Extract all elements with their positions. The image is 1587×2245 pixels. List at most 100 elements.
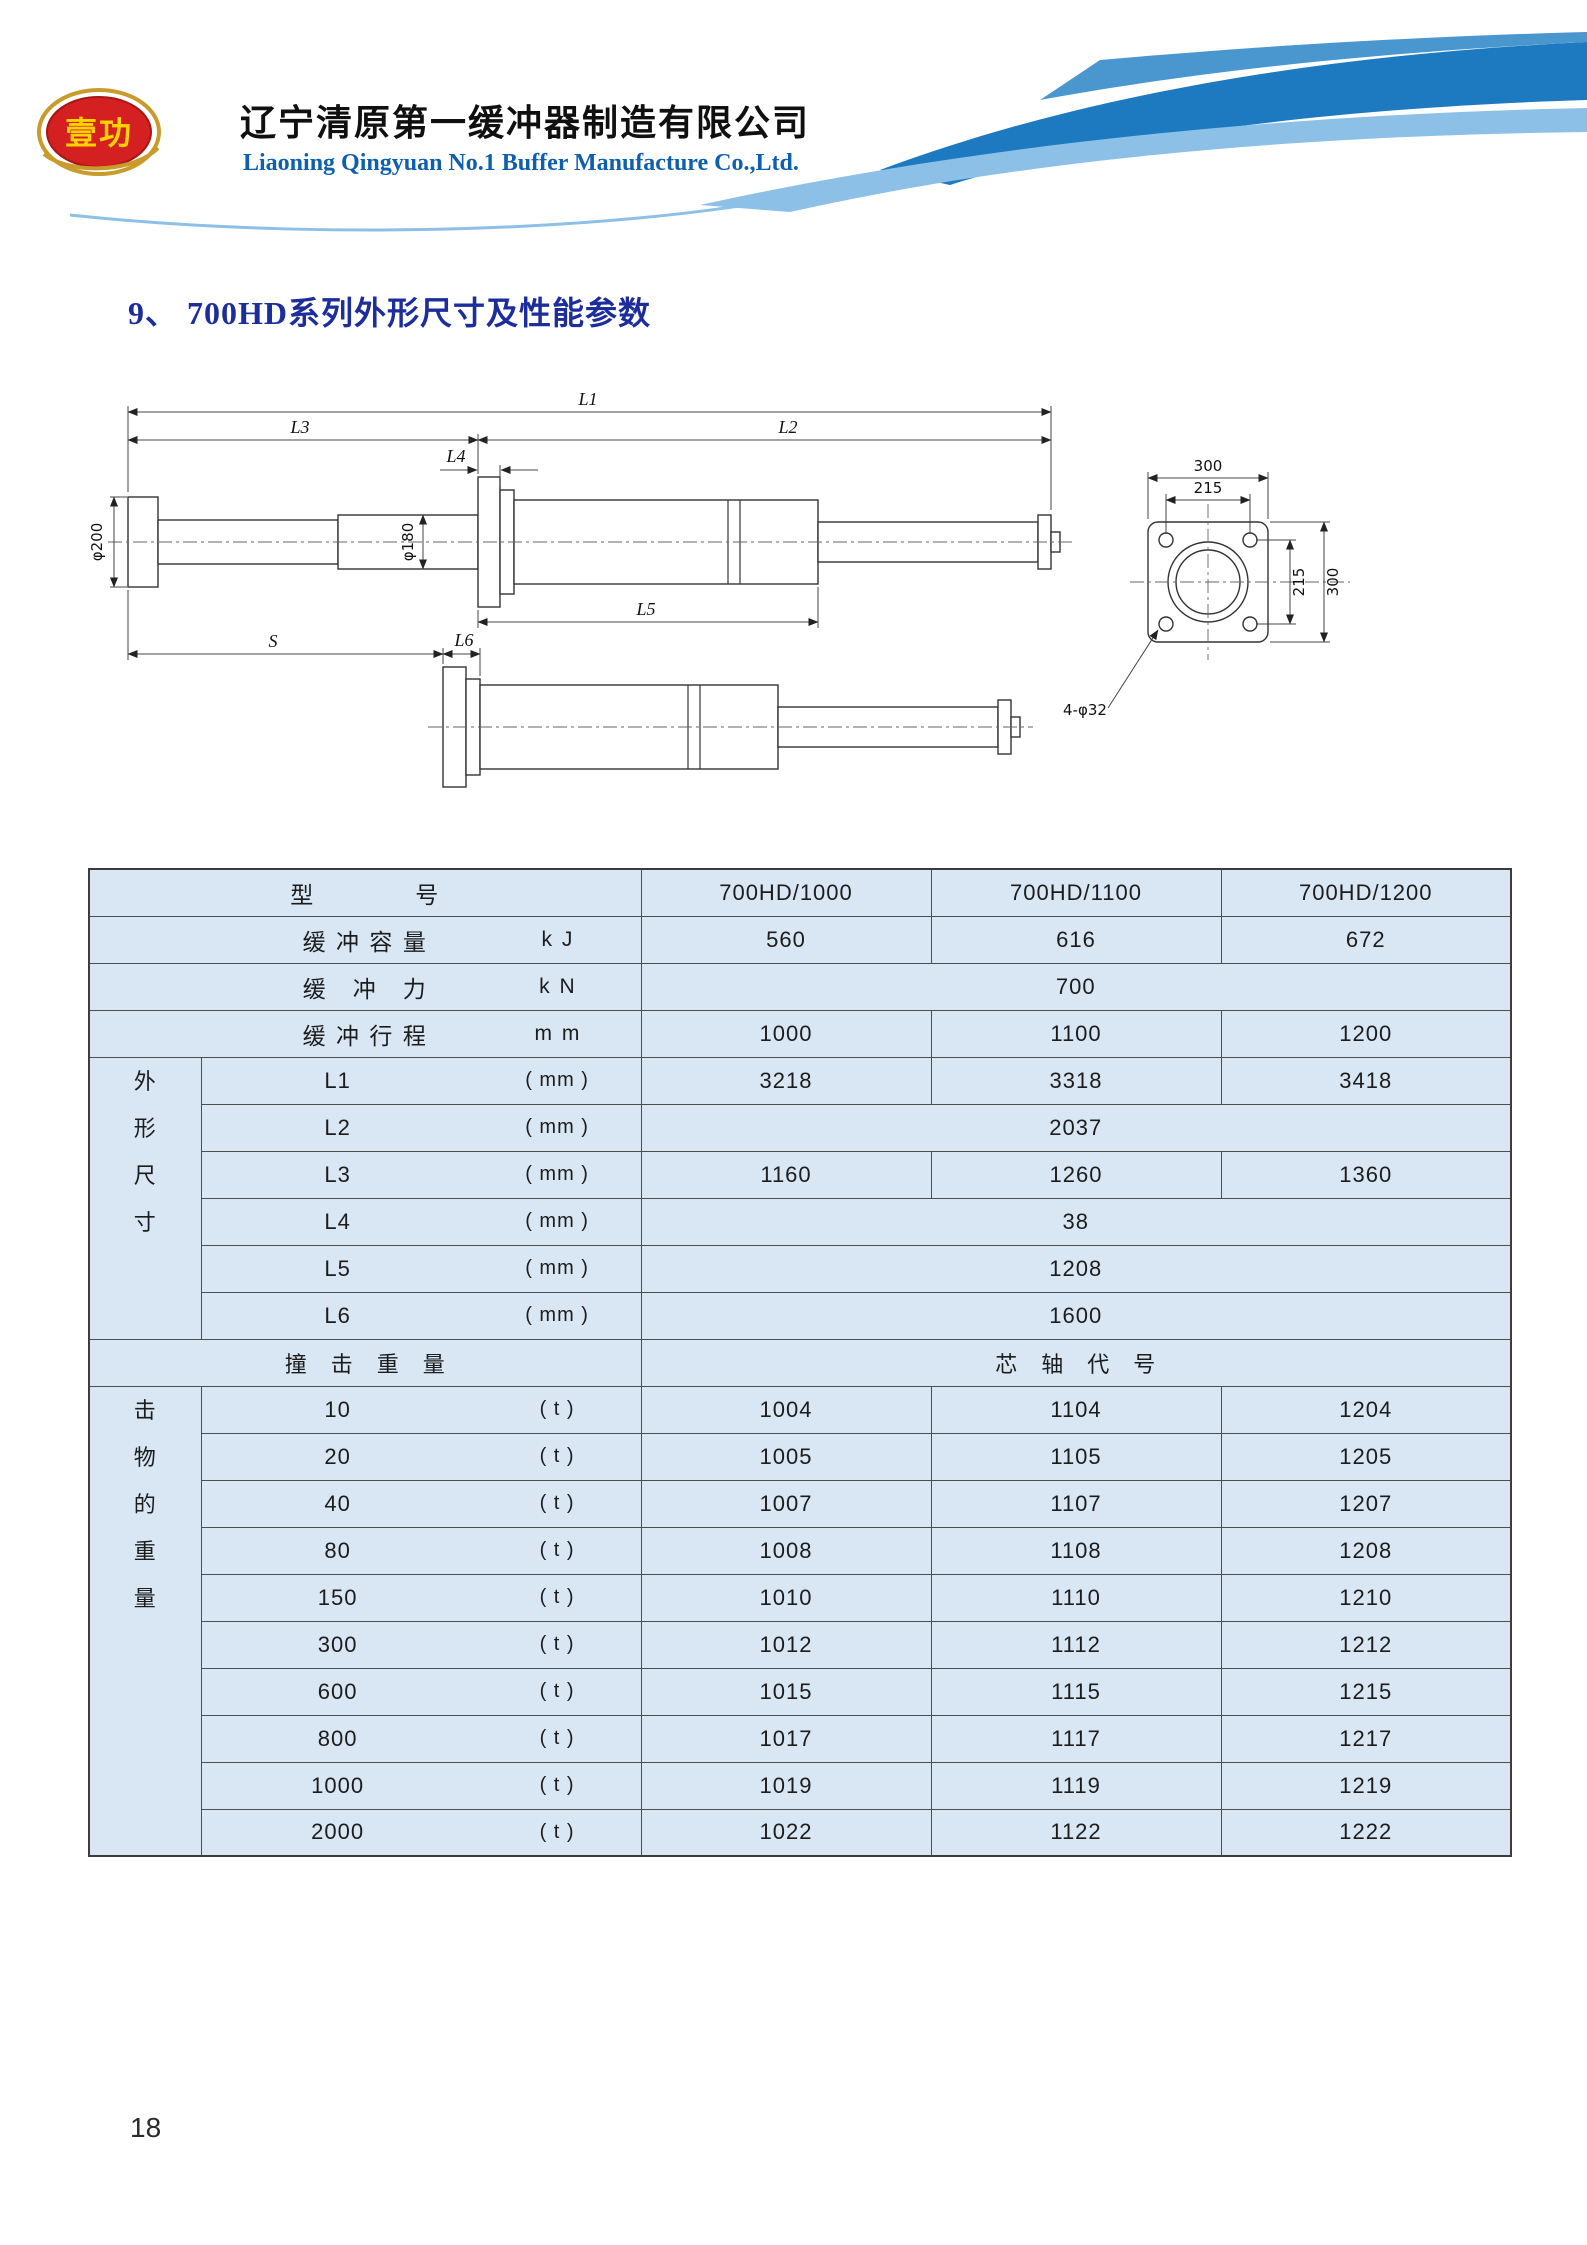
spindle-code-header: 芯 轴 代 号 — [640, 1338, 1512, 1387]
section-title: 9、 700HD系列外形尺寸及性能参数 — [128, 295, 652, 331]
row-weight: 40 ( t ) 1007 1107 1207 — [89, 1479, 1512, 1528]
dim-name: L2 — [324, 1114, 351, 1140]
row-dim-l1: 外 形 尺 寸 L1 ( mm ) 3218 3318 3418 — [88, 1056, 1512, 1340]
model-label: 型 号 — [290, 881, 441, 908]
dim-value: 3418 — [1220, 1056, 1512, 1105]
dim-name-cell: L6 ( mm ) — [200, 1291, 642, 1340]
stroke-value: 1200 — [1220, 1009, 1512, 1058]
dim-name: L1 — [324, 1067, 351, 1093]
spindle-code: 1105 — [930, 1432, 1222, 1481]
spindle-code: 1104 — [930, 1385, 1222, 1434]
spindle-code: 1112 — [930, 1620, 1222, 1669]
weight-unit: ( t ) — [539, 1633, 575, 1655]
model-value: 700HD/1200 — [1220, 868, 1512, 917]
dim-name: L5 — [324, 1255, 351, 1281]
dim-value: 1160 — [640, 1150, 932, 1199]
dim-value: 3318 — [930, 1056, 1222, 1105]
spindle-code: 1215 — [1220, 1667, 1512, 1716]
dim-unit: ( mm ) — [525, 1210, 589, 1232]
logo-gold-ring — [37, 88, 161, 176]
row-dim-l6: L6 ( mm ) 1600 — [89, 1291, 1512, 1340]
weight-value-label: 300 — [317, 1631, 358, 1657]
spindle-code: 1004 — [640, 1385, 932, 1434]
swoosh-band-top — [1040, 32, 1587, 100]
weight-value-label: 40 — [324, 1490, 351, 1516]
weight-unit: ( t ) — [539, 1586, 575, 1608]
dim-label-l4: L4 — [445, 446, 465, 466]
weight-value-label: 2000 — [311, 1819, 365, 1845]
dim-unit: ( mm ) — [525, 1304, 589, 1326]
dim-unit: ( mm ) — [525, 1069, 589, 1091]
spindle-code: 1222 — [1220, 1808, 1512, 1857]
weight-name-cell: 2000 ( t ) — [200, 1808, 642, 1857]
spindle-code: 1019 — [640, 1761, 932, 1810]
spindle-code: 1012 — [640, 1620, 932, 1669]
spindle-code: 1108 — [930, 1526, 1222, 1575]
spindle-code: 1022 — [640, 1808, 932, 1857]
spec-table: 型 号 700HD/1000 700HD/1100 700HD/1200 缓 冲… — [88, 868, 1512, 1857]
model-label-cell: 型 号 — [88, 868, 642, 917]
impact-weight-header: 撞 击 重 量 — [88, 1338, 642, 1387]
row-weight: 击 物 的 重 量 10 ( t ) 1004 1104 1204 — [88, 1385, 1512, 1857]
dim-label-bolt-spacing-h: 215 — [1290, 568, 1308, 597]
weight-name-cell: 20 ( t ) — [200, 1432, 642, 1481]
dim-name: L3 — [324, 1161, 351, 1187]
dim-label-s: S — [269, 631, 278, 651]
spindle-code: 1107 — [930, 1479, 1222, 1528]
row-weight: 300 ( t ) 1012 1112 1212 — [89, 1620, 1512, 1669]
row-force: 缓 冲 力 k N 700 — [88, 962, 1512, 1011]
company-logo: 壹功 — [37, 88, 161, 176]
dim-value: 1260 — [930, 1150, 1222, 1199]
weight-unit: ( t ) — [539, 1492, 575, 1514]
weight-value-label: 800 — [317, 1725, 358, 1751]
row-impact-header: 撞 击 重 量 芯 轴 代 号 — [88, 1338, 1512, 1387]
dim-name-cell: L4 ( mm ) — [200, 1197, 642, 1246]
weight-value-label: 10 — [324, 1396, 351, 1422]
spindle-code: 1212 — [1220, 1620, 1512, 1669]
dim-name: L4 — [324, 1208, 351, 1234]
dim-label-flange-height: 300 — [1324, 568, 1342, 597]
spindle-code: 1122 — [930, 1808, 1222, 1857]
weight-unit: ( t ) — [539, 1820, 575, 1843]
row-model: 型 号 700HD/1000 700HD/1100 700HD/1200 — [88, 868, 1512, 917]
weight-name-cell: 10 ( t ) — [200, 1385, 642, 1434]
swoosh-arc — [69, 168, 906, 232]
row-dim-l5: L5 ( mm ) 1208 — [89, 1244, 1512, 1293]
technical-drawing: L1 L3 L2 L4 φ200 φ180 L5 S L6 300 — [88, 389, 1350, 788]
spindle-code: 1008 — [640, 1526, 932, 1575]
stroke-unit: m m — [534, 1021, 582, 1045]
spindle-code: 1210 — [1220, 1573, 1512, 1622]
weight-name-cell: 1000 ( t ) — [200, 1761, 642, 1810]
company-name-cn: 辽宁清原第一缓冲器制造有限公司 — [240, 103, 811, 143]
centerlines — [108, 504, 1350, 728]
spindle-code: 1117 — [930, 1714, 1222, 1763]
dim-value: 1360 — [1220, 1150, 1512, 1199]
spindle-code: 1217 — [1220, 1714, 1512, 1763]
stroke-label: 缓 冲 行 程 — [302, 1022, 428, 1049]
dimension-lines: L1 L3 L2 L4 φ200 φ180 L5 S L6 — [88, 389, 1052, 676]
dim-label-l3: L3 — [289, 417, 309, 437]
row-stroke: 缓 冲 行 程 m m 1000 1100 1200 — [88, 1009, 1512, 1058]
weight-unit: ( t ) — [539, 1398, 575, 1420]
weight-value-label: 150 — [317, 1584, 358, 1610]
capacity-value: 616 — [930, 915, 1222, 964]
dim-value: 1600 — [640, 1291, 1512, 1340]
company-name-en: Liaoning Qingyuan No.1 Buffer Manufactur… — [243, 150, 799, 176]
weight-name-cell: 800 ( t ) — [200, 1714, 642, 1763]
spindle-code: 1207 — [1220, 1479, 1512, 1528]
spindle-code: 1017 — [640, 1714, 932, 1763]
weight-value-label: 80 — [324, 1537, 351, 1563]
dim-name-cell: L1 ( mm ) — [200, 1056, 642, 1105]
dim-name: L6 — [324, 1302, 351, 1328]
dim-name-cell: L3 ( mm ) — [200, 1150, 642, 1199]
weight-unit: ( t ) — [539, 1727, 575, 1749]
capacity-value: 672 — [1220, 915, 1512, 964]
stroke-label-cell: 缓 冲 行 程 m m — [88, 1009, 642, 1058]
spindle-code: 1204 — [1220, 1385, 1512, 1434]
weight-unit: ( t ) — [539, 1445, 575, 1467]
dim-value: 1208 — [640, 1244, 1512, 1293]
spindle-code: 1007 — [640, 1479, 932, 1528]
weights-group-label: 击 物 的 重 量 — [88, 1385, 202, 1857]
swoosh-band-light — [700, 108, 1587, 212]
stroke-value: 1100 — [930, 1009, 1222, 1058]
